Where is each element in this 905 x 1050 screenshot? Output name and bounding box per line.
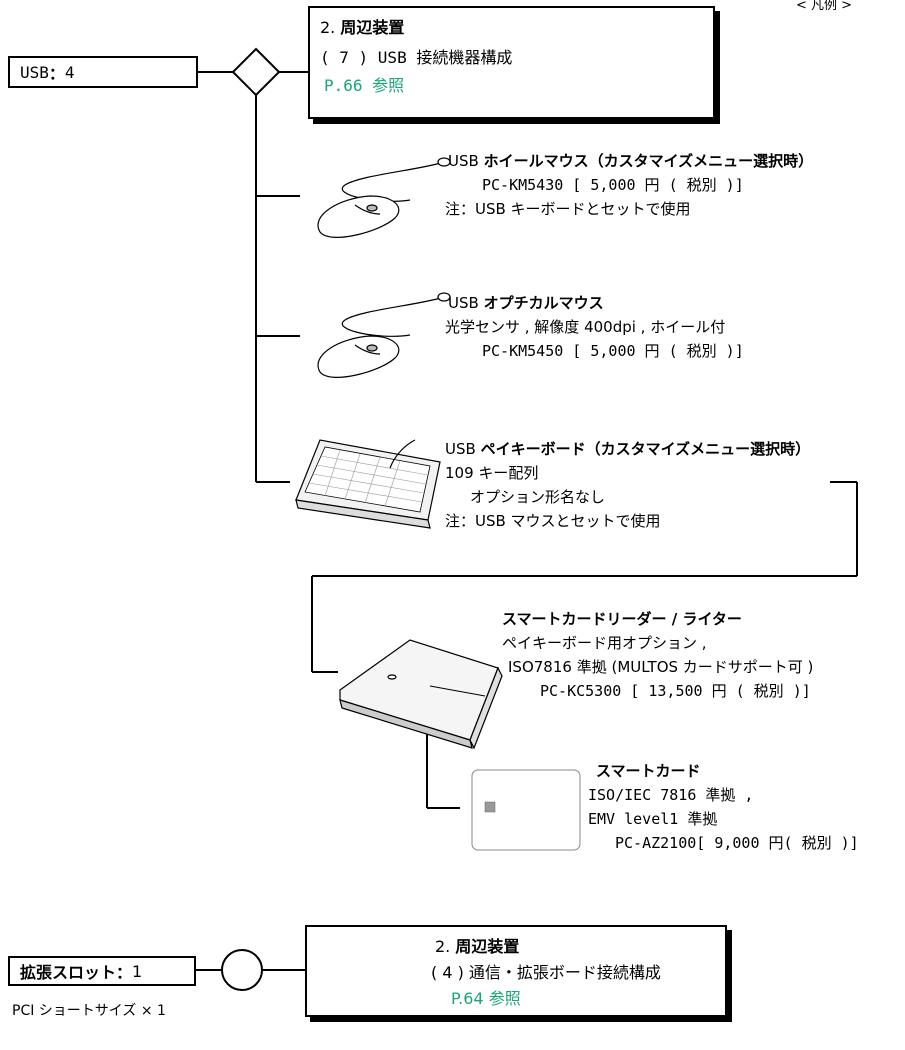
legend-label: < 凡例 > — [796, 0, 853, 13]
device-keyboard-note: 注：USB マウスとセットで使用 — [445, 512, 661, 530]
device-card-iso: ISO/IEC 7816 準拠 , — [588, 786, 754, 804]
device-wheel-mouse-note: 注：USB キーボードとセットで使用 — [445, 200, 691, 218]
device-keyboard-option: オプション形名なし — [470, 488, 606, 506]
usb-ref-number: 2. — [320, 18, 336, 37]
slot-note: PCI ショートサイズ × 1 — [12, 1003, 166, 1019]
keyboard-image — [295, 439, 441, 529]
slot-sep: ： — [116, 963, 133, 982]
device-card-emv: EMV level1 準拠 — [588, 810, 718, 828]
usb-port-count: 4 — [64, 62, 75, 82]
device-reader-option: ペイキーボード用オプション , — [502, 634, 707, 652]
slot-count: 1 — [132, 961, 143, 981]
junction-circle — [221, 949, 263, 991]
usb-port-sep: ： — [48, 64, 65, 83]
device-reader-standard: ISO7816 準拠 (MULTOS カードサポート可 ) — [508, 658, 814, 676]
device-optical-mouse-model: PC-KM5450 [ 5,000 円 ( 税別 )] — [482, 342, 744, 360]
slot-ref-title: 周辺装置 — [455, 937, 520, 956]
device-optical-mouse-spec: 光学センサ , 解像度 400dpi , ホイール付 — [445, 318, 726, 336]
slot-label: 拡張スロット — [20, 963, 117, 982]
slot-ref-link[interactable]: P.64 参照 — [451, 989, 521, 1008]
usb-ref-title: 周辺装置 — [340, 18, 405, 37]
usb-port-label: USB — [20, 62, 49, 82]
device-card-model: PC-AZ2100[ 9,000 円( 税別 )] — [615, 834, 859, 852]
device-wheel-mouse-model: PC-KM5430 [ 5,000 円 ( 税別 )] — [482, 176, 744, 194]
wheel-mouse-image — [317, 157, 451, 238]
device-reader-title: スマートカードリーダー / ライター — [502, 610, 742, 628]
usb-reference-box: 2. 周辺装置 ( 7 ) USB 接続機器構成 P.66 参照 — [308, 6, 715, 119]
device-wheel-mouse-title: USB ホイールマウス（カスタマイズメニュー選択時） — [448, 152, 814, 170]
junction-diamond — [231, 47, 281, 97]
device-keyboard-layout: 109 キー配列 — [445, 464, 539, 482]
optical-mouse-image — [317, 292, 451, 378]
device-card-title: スマートカード — [596, 762, 701, 780]
card-reader-image — [339, 639, 503, 750]
device-keyboard-title: USB ペイキーボード（カスタマイズメニュー選択時） — [445, 440, 811, 458]
slot-reference-box: 2. 周辺装置 ( 4 ) 通信・拡張ボード接続構成 P.64 参照 — [305, 925, 727, 1017]
usb-ref-link[interactable]: P.66 参照 — [324, 76, 405, 95]
smart-card-image — [471, 769, 581, 851]
slot-ref-number: 2. — [435, 937, 451, 956]
device-optical-mouse-title: USB オプチカルマウス — [448, 294, 604, 312]
usb-port-box: USB ： 4 — [8, 56, 198, 88]
slot-box: 拡張スロット ： 1 — [8, 956, 196, 986]
slot-ref-subtitle: ( 4 ) 通信・拡張ボード接続構成 — [431, 963, 661, 982]
device-reader-model: PC-KC5300 [ 13,500 円 ( 税別 )] — [540, 682, 811, 700]
usb-ref-subtitle: ( 7 ) USB 接続機器構成 — [320, 48, 513, 67]
